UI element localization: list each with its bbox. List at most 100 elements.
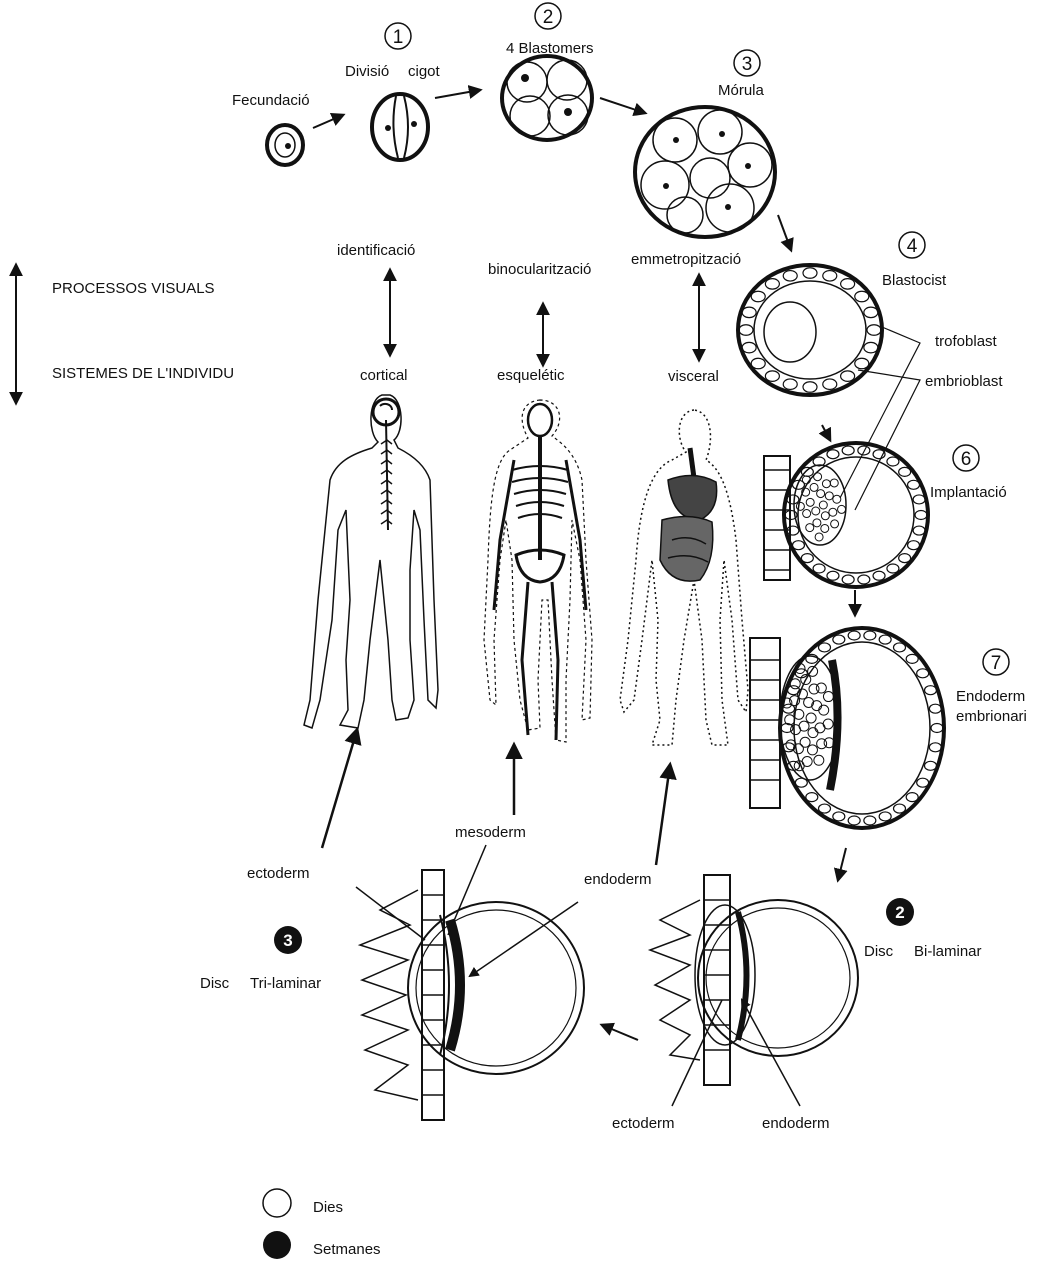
- bilaminar-number: 2: [895, 903, 904, 922]
- cell: [806, 713, 816, 723]
- cell: [803, 510, 811, 518]
- cell: [823, 719, 833, 729]
- cell: [800, 737, 810, 747]
- ectoderm-pointer: [672, 1000, 722, 1106]
- cell: [887, 564, 899, 573]
- cell: [829, 508, 837, 516]
- cell: [899, 467, 911, 476]
- endoderm-emb-label-a: Endoderm: [956, 688, 1025, 705]
- cell: [806, 793, 818, 802]
- cell: [807, 745, 817, 755]
- arrow-endoderm-to-visceral: [656, 765, 670, 865]
- cell: [827, 571, 839, 580]
- cell: [814, 473, 822, 481]
- implantacio-label: Implantació: [930, 484, 1007, 501]
- zygote-cell: [267, 125, 303, 165]
- cell: [819, 705, 829, 715]
- cell: [864, 631, 876, 640]
- emmetropitzacio-label: emmetropització: [631, 251, 741, 268]
- spine-nerve: [381, 520, 392, 524]
- cell: [864, 307, 878, 318]
- dies-legend-marker: [263, 1189, 291, 1217]
- cell: [812, 701, 822, 711]
- cell: [821, 524, 829, 532]
- cell: [858, 575, 870, 584]
- cigot-label: cigot: [408, 63, 441, 80]
- setmanes-legend-marker: [263, 1231, 291, 1259]
- cell: [819, 804, 831, 813]
- cell: [808, 728, 818, 738]
- cell: [887, 457, 899, 466]
- cell: [813, 519, 821, 527]
- binocularitzacio-label: binocularització: [488, 261, 591, 278]
- cell: [813, 564, 825, 573]
- cell: [801, 554, 813, 563]
- cell: [913, 495, 925, 504]
- endoderm-bottom-label: endoderm: [762, 1115, 830, 1132]
- cell: [864, 342, 878, 353]
- visceral-figure: [620, 410, 748, 745]
- cell: [822, 480, 830, 488]
- cell: [841, 371, 855, 382]
- cell: [739, 325, 753, 336]
- cell: [848, 631, 860, 640]
- step-3-number: 3: [742, 54, 753, 75]
- cell: [812, 507, 820, 515]
- cell: [925, 686, 937, 695]
- endoderm-tri-pointer: [470, 902, 578, 976]
- two-cell-stage: [372, 94, 428, 160]
- cortical-figure: [304, 395, 438, 728]
- cell: [817, 490, 825, 498]
- endoderm-embrionari-cell: [750, 628, 944, 828]
- arrow-blast-to-morula: [600, 98, 645, 113]
- skeleton-figure: [484, 400, 592, 742]
- step-2-number: 2: [543, 7, 554, 28]
- trilaminar-label-a: Disc: [200, 975, 230, 992]
- endoderm-label: endoderm: [584, 871, 652, 888]
- bilaminar-label-a: Disc: [864, 943, 894, 960]
- cell: [816, 683, 826, 693]
- cell: [796, 502, 804, 510]
- cell: [908, 480, 920, 489]
- trofoblast-label: trofoblast: [935, 333, 998, 350]
- cell: [765, 371, 779, 382]
- ectoderm-bottom-label: ectoderm: [612, 1115, 675, 1132]
- cell: [867, 325, 881, 336]
- arrow-bi-to-tri: [602, 1025, 638, 1040]
- cell: [925, 761, 937, 770]
- cell: [842, 575, 854, 584]
- cell: [931, 724, 943, 733]
- step-6-number: 6: [961, 449, 972, 470]
- step-4-number: 4: [907, 236, 918, 257]
- cell: [841, 279, 855, 290]
- morula-label: Mórula: [718, 82, 765, 99]
- cell: [879, 812, 891, 821]
- spine-nerve: [381, 510, 392, 514]
- cell: [858, 446, 870, 455]
- cell: [906, 793, 918, 802]
- trofoblast-pointer: [840, 327, 920, 498]
- endoderm-wall-segment: [750, 638, 780, 808]
- cell: [855, 358, 869, 369]
- cell: [803, 382, 817, 393]
- cell: [831, 520, 839, 528]
- cell: [864, 816, 876, 825]
- cell: [751, 358, 765, 369]
- cell: [821, 512, 829, 520]
- cell: [803, 268, 817, 279]
- trilaminar-disc: [360, 870, 584, 1120]
- cell: [787, 495, 799, 504]
- trilaminar-label-b: Tri-laminar: [250, 975, 321, 992]
- cell: [825, 492, 833, 500]
- divisio-label: Divisió: [345, 63, 389, 80]
- cell: [917, 778, 929, 787]
- cell: [783, 271, 797, 282]
- cell: [915, 511, 927, 520]
- cell: [785, 715, 795, 725]
- cell: [879, 635, 891, 644]
- cell: [751, 291, 765, 302]
- setmanes-legend-label: Setmanes: [313, 1241, 381, 1258]
- cell: [806, 498, 814, 506]
- cell: [823, 271, 837, 282]
